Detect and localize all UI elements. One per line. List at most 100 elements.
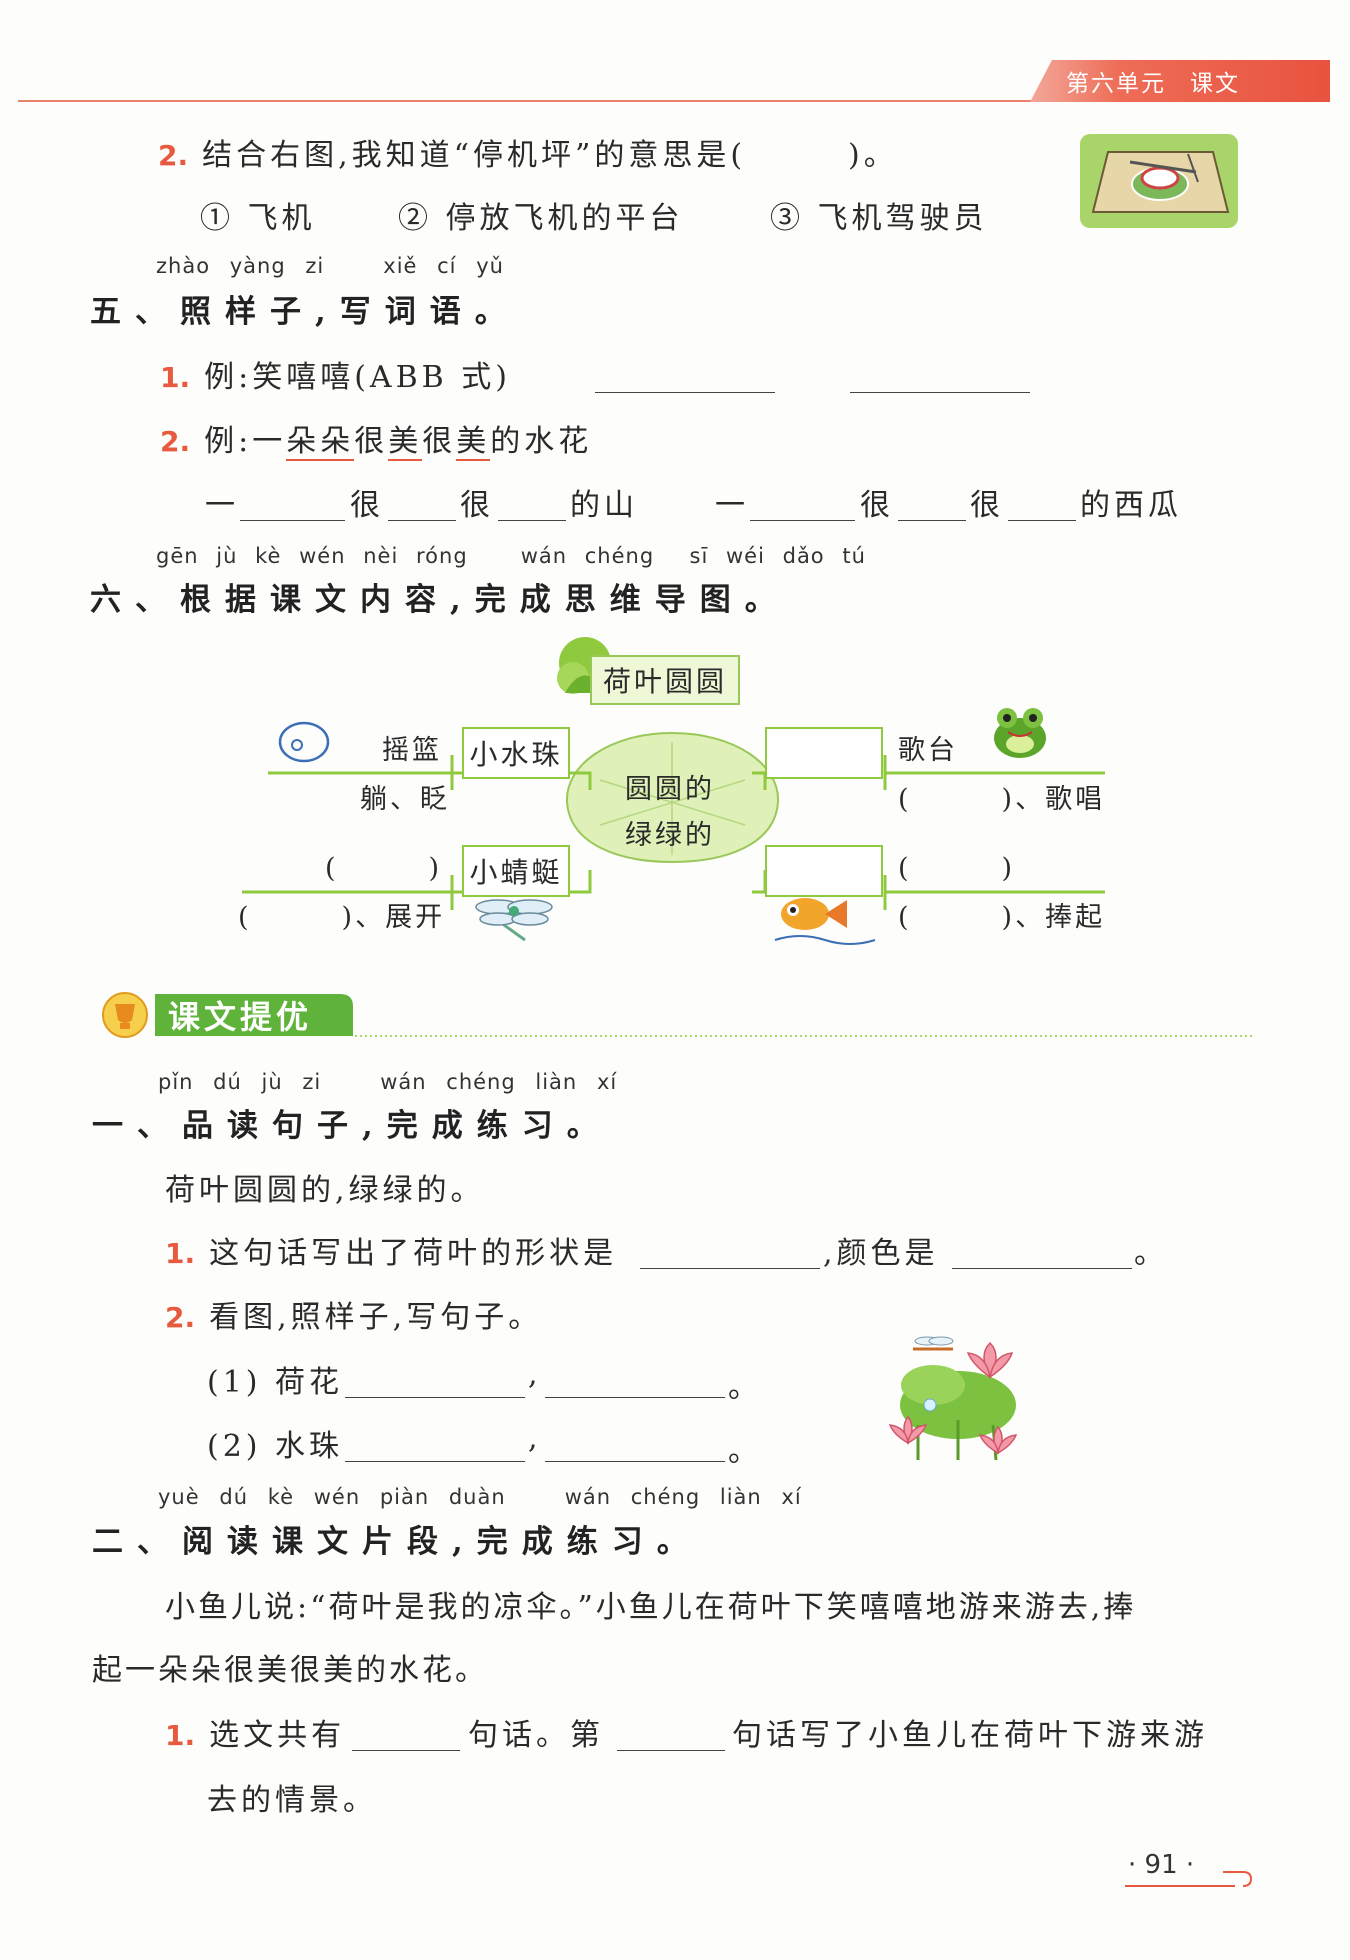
pinyin: yàng (229, 254, 286, 278)
header-rule (18, 100, 1330, 102)
banner-title: 课文提优 (168, 998, 313, 1036)
pinyin: yǔ (476, 254, 504, 278)
pinyin: zi (305, 254, 325, 278)
pinyin: jù (261, 1070, 283, 1094)
mm-right1-top: 歌台 (898, 735, 958, 766)
pinyin: kè (267, 1485, 295, 1509)
example-underline: 美 (456, 424, 491, 461)
mm-left2-top: ( ) (325, 853, 443, 884)
sec2-q1-number: 1. (165, 1719, 196, 1752)
sec5-title: 五、照样子,写词语。 (90, 294, 520, 330)
answer-blank[interactable] (898, 520, 966, 521)
lotus-illustration (888, 1336, 1018, 1461)
mindmap-node-dragonfly: 小蜻蜓 (462, 845, 570, 897)
sec2-paragraph-line-2: 起一朵朵很美很美的水花。 (92, 1653, 488, 1688)
example-text: 很 (354, 424, 389, 459)
answer-blank[interactable] (595, 392, 775, 393)
mm-left2-bottom: ( )、展开 (238, 902, 446, 933)
header-tab (1030, 60, 1330, 102)
mindmap-title-box: 荷叶圆圆 (590, 655, 740, 705)
pinyin: zhào (156, 254, 211, 278)
question-text: 这句话写出了荷叶的形状是 (209, 1236, 618, 1271)
answer-blank[interactable] (345, 1461, 525, 1462)
pinyin: tú (842, 544, 866, 568)
pinyin: yuè (158, 1485, 200, 1509)
pinyin: dú (213, 1070, 242, 1094)
pinyin: zi (302, 1070, 322, 1094)
answer-blank[interactable] (750, 520, 855, 521)
pinyin: wén (299, 544, 346, 568)
example-underline: 朵朵 (286, 424, 355, 461)
helipad-illustration (1080, 134, 1238, 228)
answer-blank[interactable] (617, 1750, 725, 1751)
sec5-q2: 2.例:一朵朵很美很美的水花 (160, 416, 593, 461)
sec2-q1-c: 句话写了小鱼儿在荷叶下游来游 (732, 1718, 1208, 1753)
page-number: · 91 · (1128, 1850, 1195, 1880)
pinyin: sī (689, 544, 709, 568)
period: 。 (728, 1434, 762, 1469)
pinyin: gēn (156, 544, 199, 568)
sec1-q1-number: 1. (165, 1237, 196, 1270)
sec5-pinyin: zhào yàng zi xiě cí yǔ (156, 254, 504, 278)
sec2-pinyin: yuè dú kè wén piàn duàn wán chéng liàn x… (158, 1485, 802, 1509)
pinyin: dú (219, 1485, 248, 1509)
mm-right1-bottom: ( )、歌唱 (898, 784, 1106, 815)
sec1-q2-number: 2. (165, 1301, 196, 1334)
sec2-q1: 1.选文共有 (165, 1710, 345, 1754)
pinyin: chéng (630, 1485, 701, 1509)
sec1-title: 一、品读句子,完成练习。 (92, 1108, 612, 1144)
mindmap-lines (242, 637, 1105, 945)
mindmap-node-blank[interactable] (765, 845, 883, 897)
pinyin: liàn (719, 1485, 762, 1509)
sec5-q1: 1.例:笑嘻嘻(ABB 式) (160, 352, 511, 396)
pinyin: wán (564, 1485, 612, 1509)
pinyin: xí (781, 1485, 802, 1509)
answer-blank[interactable] (1008, 520, 1076, 521)
answer-blank[interactable] (952, 1268, 1132, 1269)
sec2-q1-b: 句话。第 (468, 1718, 604, 1753)
q2-option-1: ① 飞机 (200, 201, 316, 236)
answer-blank[interactable] (640, 1268, 820, 1269)
example-underline: 美 (388, 424, 423, 461)
pinyin: nèi (363, 544, 399, 568)
pinyin: kè (255, 544, 282, 568)
pinyin: róng (415, 544, 468, 568)
pinyin: jù (216, 544, 238, 568)
sec1-q1-b: ,颜色是 (823, 1236, 939, 1271)
answer-blank[interactable] (388, 520, 456, 521)
answer-blank[interactable] (345, 1397, 525, 1398)
pinyin: cí (437, 254, 457, 278)
pinyin: xiě (383, 254, 418, 278)
mm-right2-bottom: ( )、捧起 (898, 902, 1106, 933)
sec5-q1-number: 1. (160, 361, 191, 394)
sec1-q1-c: 。 (1134, 1236, 1168, 1271)
fill-yi-2: 一 (715, 488, 749, 523)
answer-blank[interactable] (545, 1397, 725, 1398)
example-text: 的水花 (490, 424, 593, 459)
sec1-q2: 2.看图,照样子,写句子。 (165, 1292, 542, 1336)
answer-blank[interactable] (850, 392, 1030, 393)
pinyin: wán (380, 1070, 427, 1094)
banner-graphic (102, 992, 1255, 1038)
sec1-pinyin: pǐn dú jù zi wán chéng liàn xí (158, 1070, 617, 1094)
pinyin: wén (313, 1485, 361, 1509)
fill-end-1: 的山 (570, 488, 638, 523)
pinyin: xí (596, 1070, 618, 1094)
sec1-s2: (2) 水珠 (207, 1429, 344, 1464)
answer-blank[interactable] (240, 520, 345, 521)
answer-blank[interactable] (545, 1461, 725, 1462)
pinyin: piàn (379, 1485, 430, 1509)
page-number-decoration (1125, 1871, 1253, 1887)
answer-blank[interactable] (352, 1750, 460, 1751)
mindmap-center-2: 绿绿的 (625, 820, 715, 851)
mindmap-node-blank[interactable] (765, 727, 883, 779)
pinyin: chéng (446, 1070, 516, 1094)
q2-option-3: ③ 飞机驾驶员 (770, 201, 988, 236)
pinyin: liàn (535, 1070, 578, 1094)
answer-blank[interactable] (498, 520, 566, 521)
q2-option-2: ② 停放飞机的平台 (398, 201, 684, 236)
mm-left1-top: 摇篮 (382, 735, 442, 766)
pinyin: dǎo (782, 544, 825, 568)
unit-label: 第六单元 (1066, 71, 1166, 97)
fill-hen-2: 很 (460, 488, 494, 523)
